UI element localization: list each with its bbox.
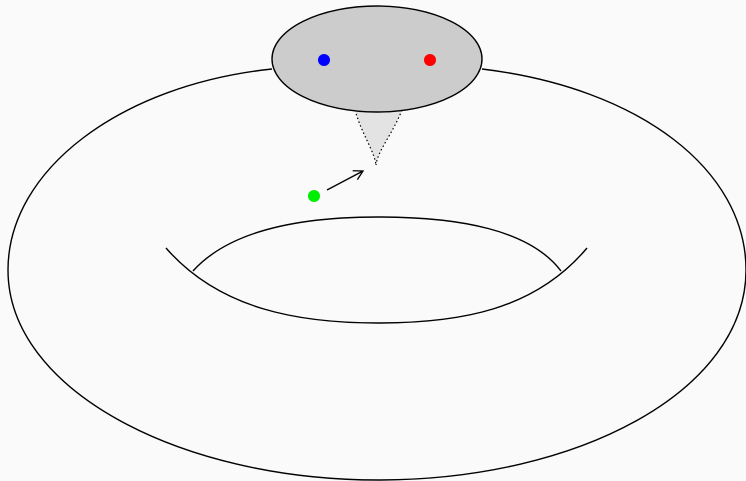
gray-ellipse (271, 5, 483, 113)
blue-dot (318, 54, 330, 66)
red-dot (424, 54, 436, 66)
arrow (326, 170, 365, 191)
green-dot (308, 190, 320, 202)
torus-outline (7, 68, 746, 481)
torus-hole-upper-curve (192, 216, 562, 272)
cusp-region (355, 110, 402, 165)
torus-hole-lower-curve (165, 247, 588, 324)
cusp-right-edge (375, 109, 403, 166)
